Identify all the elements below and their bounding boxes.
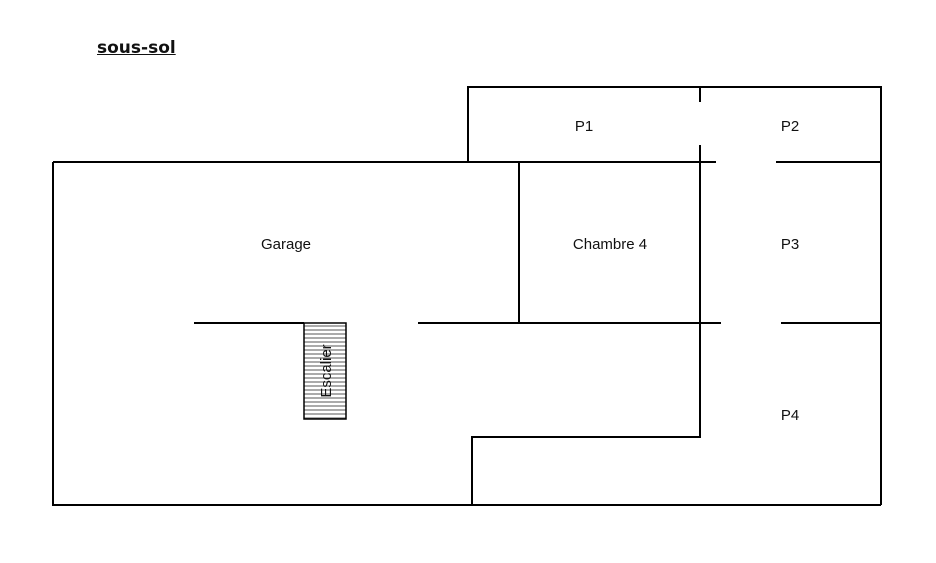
plan-title: sous-sol (97, 38, 176, 58)
room-label-garage: Garage (261, 236, 311, 253)
staircase (303, 322, 347, 420)
room-label-p3: P3 (781, 236, 799, 253)
room-label-p2: P2 (781, 118, 799, 135)
room-label-p4: P4 (781, 407, 799, 424)
staircase-label: Escalier (318, 344, 335, 397)
room-label-chambre-4: Chambre 4 (573, 236, 647, 253)
room-label-p1: P1 (575, 118, 593, 135)
walls (52, 86, 882, 506)
